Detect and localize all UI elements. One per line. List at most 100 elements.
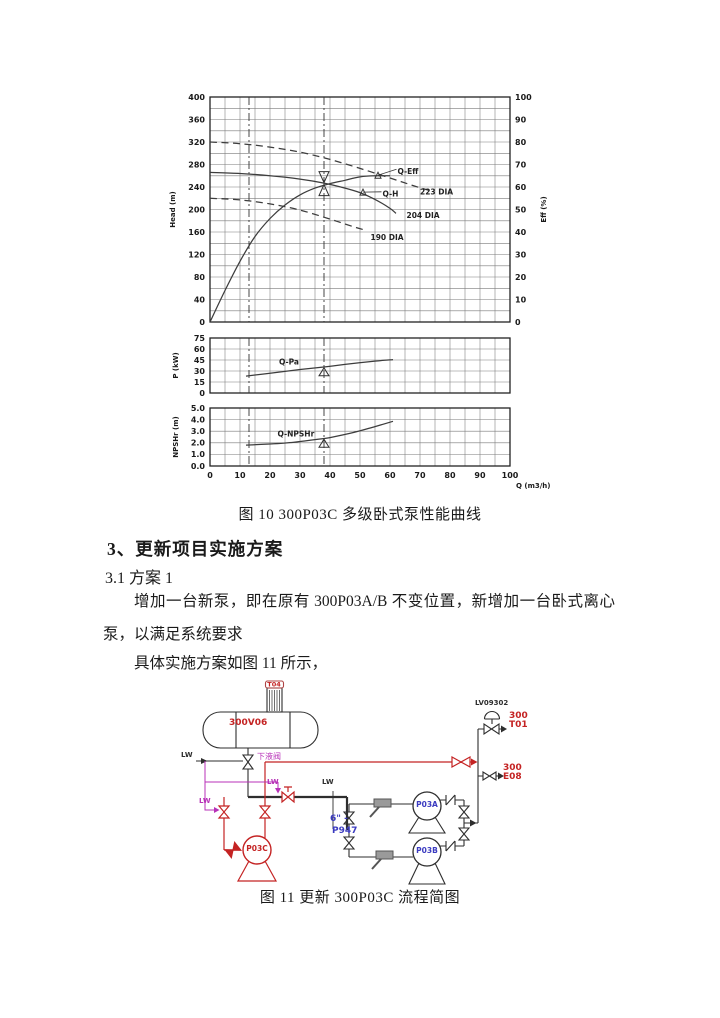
svg-text:40: 40 (324, 471, 336, 480)
svg-text:190 DIA: 190 DIA (371, 233, 404, 242)
svg-text:10: 10 (234, 471, 246, 480)
svg-text:Q (m3/h): Q (m3/h) (516, 482, 551, 490)
lw-label-3: LW (267, 778, 279, 786)
svg-text:Q-Pa: Q-Pa (279, 358, 299, 367)
p03c-suction-valve (217, 805, 231, 819)
svg-text:70: 70 (414, 471, 426, 480)
svg-text:1.0: 1.0 (191, 450, 206, 459)
svg-text:120: 120 (188, 250, 205, 259)
svg-text:60: 60 (515, 183, 527, 192)
svg-text:20: 20 (264, 471, 276, 480)
lw-label-1: LW (181, 751, 193, 759)
svg-text:320: 320 (188, 138, 205, 147)
p03b-check-valve (440, 818, 465, 852)
lw-inlet-arrow (201, 758, 208, 764)
svg-text:80: 80 (444, 471, 456, 480)
svg-text:75: 75 (194, 334, 206, 343)
flushing-lines (204, 761, 279, 811)
section-heading: 3、更新项目实施方案 (107, 539, 284, 559)
vessel-tag-label: 300V06 (229, 718, 268, 728)
pump-p03c-symbol (242, 835, 272, 865)
line-size-label: 6" - (330, 814, 348, 824)
svg-text:30: 30 (194, 367, 206, 376)
discharge-junction-arrow (470, 819, 477, 827)
lw-label-4: LW (322, 778, 334, 786)
svg-text:400: 400 (188, 93, 205, 102)
column-tag-label: T04 (267, 680, 281, 689)
svg-text:80: 80 (194, 273, 206, 282)
svg-text:Head (m): Head (m) (169, 191, 177, 227)
svg-text:10: 10 (515, 295, 527, 304)
pump-p03a-label: P03A (416, 800, 438, 810)
svg-text:90: 90 (515, 115, 527, 124)
svg-text:30: 30 (294, 471, 306, 480)
e08-branch-valve (482, 771, 497, 781)
svg-text:3.0: 3.0 (191, 427, 206, 436)
vessel-drum (202, 711, 319, 749)
svg-text:40: 40 (515, 228, 527, 237)
svg-text:30: 30 (515, 250, 527, 259)
svg-text:20: 20 (515, 273, 527, 282)
discharge-riser-line (463, 729, 479, 828)
p03c-suction-line (223, 797, 241, 851)
svg-text:0: 0 (199, 318, 205, 327)
svg-text:360: 360 (188, 115, 205, 124)
control-valve-tag-label: LV09302 (475, 699, 509, 707)
svg-text:0.0: 0.0 (191, 462, 206, 471)
p03a-check-valve (440, 794, 465, 806)
svg-text:0: 0 (207, 471, 213, 480)
p03b-strainer (375, 850, 394, 860)
figure11-caption: 图 11 更新 300P03C 流程简图 (259, 890, 461, 906)
svg-text:80: 80 (515, 138, 527, 147)
svg-text:2.0: 2.0 (191, 439, 206, 448)
p03a-strainer (373, 798, 392, 808)
svg-text:50: 50 (354, 471, 366, 480)
svg-text:160: 160 (188, 228, 205, 237)
lw-label-2: LW (199, 797, 211, 805)
svg-text:60: 60 (194, 345, 206, 354)
svg-text:200: 200 (188, 205, 205, 214)
new-tiein-valve (451, 755, 471, 769)
svg-text:P (kW): P (kW) (172, 352, 180, 378)
svg-text:60: 60 (384, 471, 396, 480)
t01-line2: T01 (509, 720, 528, 731)
line-tag-label: P947 (332, 826, 358, 836)
subsection-heading: 3.1 方案 1 (105, 570, 174, 587)
figure10-caption: 图 10 300P03C 多级卧式泵性能曲线 (238, 507, 482, 523)
svg-text:100: 100 (502, 471, 519, 480)
p03c-discharge-line (264, 761, 471, 839)
t01-line1: 300 (509, 711, 528, 721)
pump-p03c-label: P03C (246, 844, 268, 854)
t01-arrow (501, 725, 507, 733)
svg-text:Q-H: Q-H (383, 189, 399, 198)
p03c-drain-valve (223, 840, 243, 860)
e08-line2: E08 (503, 772, 522, 783)
paragraph-2: 具体实施方案如图 11 所示， (134, 655, 328, 672)
p03a-suction-valve (342, 811, 356, 825)
svg-text:45: 45 (194, 356, 206, 365)
svg-text:0: 0 (515, 318, 521, 327)
p03a-discharge-valve (457, 805, 471, 819)
svg-text:4.0: 4.0 (191, 415, 206, 424)
svg-text:240: 240 (188, 183, 205, 192)
figure11-flow-diagram (196, 680, 507, 885)
drain-valve-label: 下液阀 (257, 752, 281, 761)
column-cap (264, 680, 285, 689)
p03c-discharge-valve (258, 805, 272, 819)
svg-text:204 DIA: 204 DIA (407, 211, 440, 220)
svg-text:50: 50 (515, 205, 527, 214)
svg-text:90: 90 (474, 471, 486, 480)
svg-text:40: 40 (194, 295, 206, 304)
figure10-performance-chart: 0408012016020024028032036040001020304050… (169, 93, 551, 490)
new-header-gate-valve (281, 790, 295, 804)
svg-text:5.0: 5.0 (191, 404, 206, 413)
svg-text:70: 70 (515, 160, 527, 169)
svg-text:0: 0 (199, 389, 205, 398)
lv09302-control-valve (483, 722, 500, 736)
svg-text:100: 100 (515, 93, 532, 102)
svg-text:223 DIA: 223 DIA (420, 188, 453, 197)
svg-text:NPSHr (m): NPSHr (m) (172, 416, 180, 457)
